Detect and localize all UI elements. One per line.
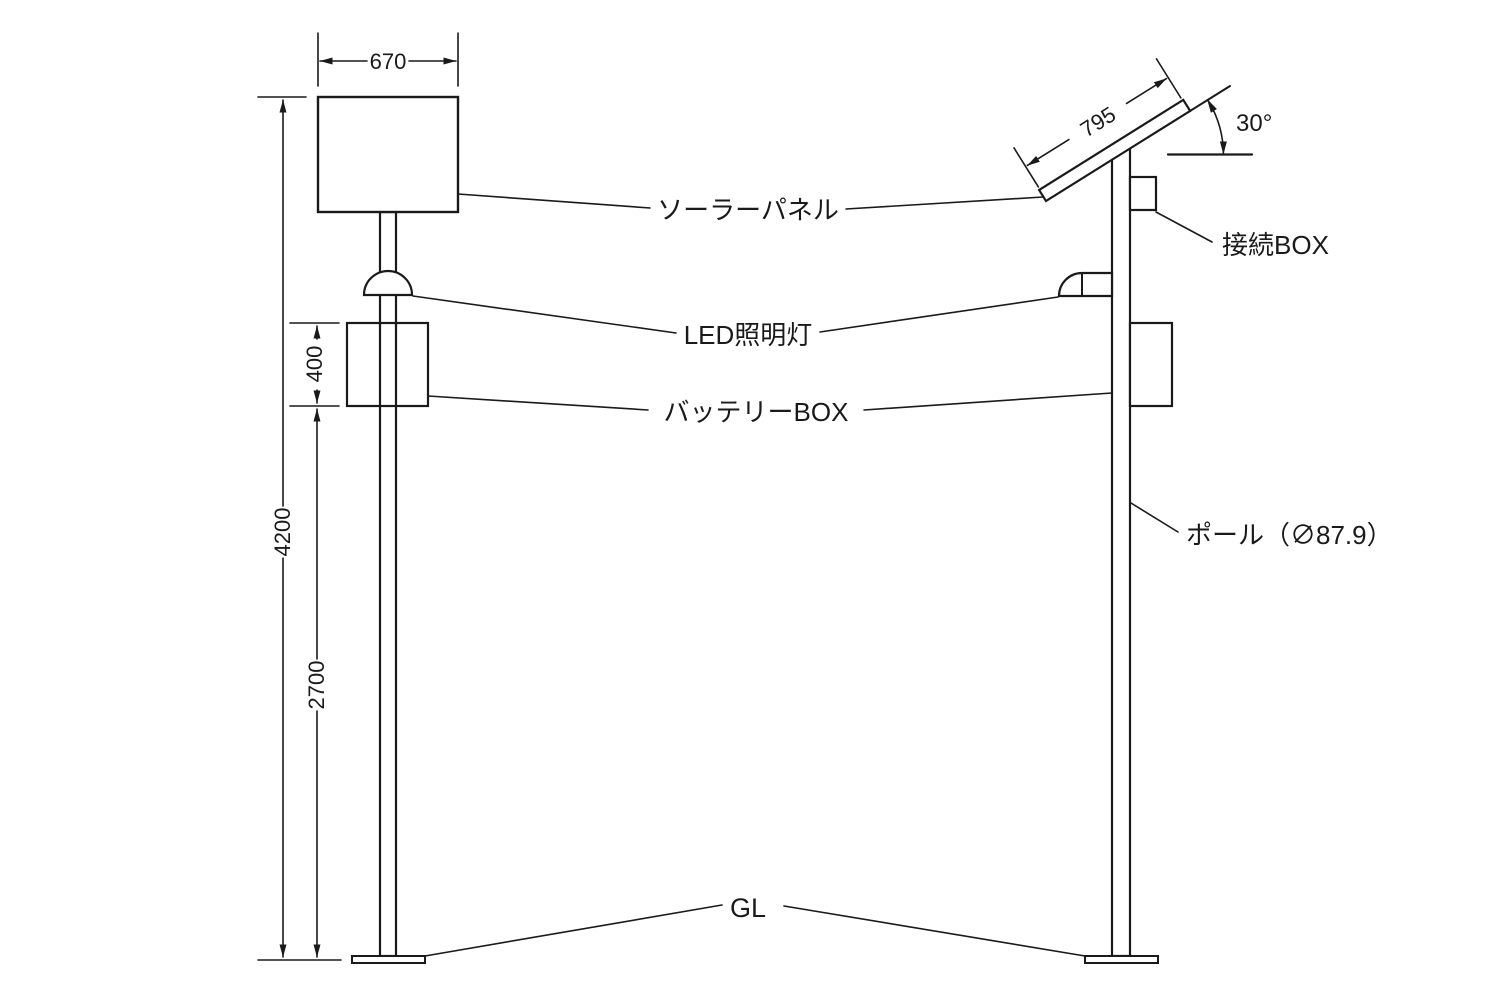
led-light-dome-front (362, 269, 414, 297)
leader-ground-level-left (424, 904, 723, 957)
leader-ground-level-right (783, 905, 1086, 957)
leader-pole (1130, 502, 1179, 533)
dimension-value-battery-box-height: 400 (302, 346, 327, 383)
panel-edge-extension-line (1189, 85, 1231, 112)
dimension-value-ground-to-battery: 2700 (304, 661, 329, 710)
label-pole: ポール（∅87.9） (1186, 520, 1393, 550)
label-ground-level: GL (730, 893, 766, 923)
label-led-light: LED照明灯 (684, 320, 813, 350)
leader-led-light-left (412, 295, 677, 334)
pole-side (1110, 146, 1132, 958)
leader-connection-box (1155, 211, 1213, 243)
dimension-extension-line (1155, 58, 1182, 99)
solar-panel-front (316, 95, 460, 214)
base-plate-side (1084, 955, 1159, 964)
battery-box-side (1128, 321, 1174, 408)
connection-box-side (1128, 175, 1158, 212)
dimension-value-panel-width: 670 (370, 49, 407, 74)
leader-battery-box-right (863, 392, 1113, 411)
text-labels: ソーラーパネル LED照明灯 バッテリーBOX GL 接続BOX ポール（∅87… (657, 195, 1392, 923)
dimension-extension-line (1013, 147, 1040, 188)
angle-arc-arrowhead (1207, 99, 1217, 113)
solar-panel-side (1037, 98, 1192, 203)
dimension-value-overall-height: 4200 (270, 508, 295, 557)
leader-solar-panel-left (457, 193, 651, 209)
base-plate-front (351, 955, 426, 964)
dimension-value-panel-length: 795 (1076, 102, 1120, 143)
dimension-value-tilt-angle: 30° (1236, 110, 1272, 137)
label-connection-box: 接続BOX (1222, 230, 1329, 260)
dimension-line-795 (1125, 77, 1168, 105)
battery-box-front (345, 321, 430, 408)
dimension-line-795 (1026, 138, 1070, 167)
angle-arc-arrowhead (1219, 141, 1227, 155)
tilt-angle-annotation: 30° (1166, 85, 1272, 156)
leader-led-light-right (819, 296, 1059, 333)
label-battery-box: バッテリーBOX (664, 397, 849, 427)
front-view (316, 95, 460, 964)
leader-battery-box-left (427, 395, 649, 411)
dimension-lines: 670 4200 400 2700 (257, 32, 459, 961)
label-solar-panel: ソーラーパネル (657, 195, 839, 225)
side-view: 795 30° (1013, 58, 1272, 964)
leader-solar-panel-right (845, 196, 1044, 210)
tilted-panel-group: 795 (1013, 58, 1192, 203)
leader-lines (412, 193, 1213, 957)
led-light-fixture-side (1057, 271, 1114, 298)
